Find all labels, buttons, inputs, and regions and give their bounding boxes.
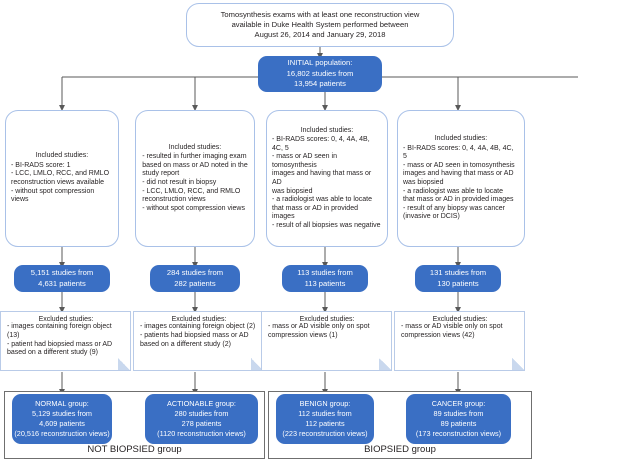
excluded-studies-normal: Excluded studies: - images containing fo… [0, 311, 131, 371]
note-fold-corner-icon [512, 358, 524, 370]
initial-population-box: INITIAL population: 16,802 studies from … [258, 56, 382, 92]
note-fold-corner-icon [379, 358, 391, 370]
excluded-studies-benign: Excluded studies: - mass or AD visible o… [261, 311, 392, 371]
note-fold-corner-icon [251, 358, 263, 370]
biopsied-group-label: BIOPSIED group [364, 444, 436, 455]
final-group-cancer-text: CANCER group: 89 studies from 89 patient… [415, 398, 502, 439]
cohort-source-criteria-text: Tomosynthesis exams with at least one re… [220, 9, 420, 40]
count-box-actionable: 284 studies from 282 patients [150, 265, 240, 292]
final-group-actionable-text: ACTIONABLE group: 280 studies from 278 p… [157, 398, 246, 439]
count-box-cancer: 131 studies from 130 patients [415, 265, 501, 292]
final-group-actionable: ACTIONABLE group: 280 studies from 278 p… [145, 394, 258, 444]
included-criteria-benign: Included studies: - BI-RADS scores: 0, 4… [266, 110, 388, 247]
included-criteria-cancer: Included studies: - BI-RADS scores: 0, 4… [397, 110, 525, 247]
final-group-benign-text: BENIGN group: 112 studies from 112 patie… [282, 398, 368, 439]
initial-population-text: INITIAL population: 16,802 studies from … [286, 58, 354, 89]
excluded-studies-cancer: Excluded studies: - mass or AD visible o… [394, 311, 525, 371]
excluded-studies-actionable: Excluded studies: - images containing fo… [133, 311, 264, 371]
included-criteria-actionable-text: Included studies: - resulted in further … [142, 143, 248, 212]
not-biopsied-group-label: NOT BIOPSIED group [87, 444, 182, 455]
count-box-benign-text: 113 studies from 113 patients [297, 267, 353, 288]
cohort-source-criteria-box: Tomosynthesis exams with at least one re… [186, 3, 454, 47]
count-box-benign: 113 studies from 113 patients [282, 265, 368, 292]
final-group-normal-text: NORMAL group: 5,129 studies from 4,609 p… [14, 398, 110, 439]
excluded-studies-cancer-body: - mass or AD visible only on spot compre… [401, 323, 503, 339]
final-group-normal: NORMAL group: 5,129 studies from 4,609 p… [12, 394, 112, 444]
final-group-benign: BENIGN group: 112 studies from 112 patie… [276, 394, 374, 444]
count-box-actionable-text: 284 studies from 282 patients [166, 267, 224, 288]
included-criteria-normal: Included studies: - BI-RADS score: 1 - L… [5, 110, 119, 247]
excluded-studies-benign-body: - mass or AD visible only on spot compre… [268, 323, 370, 339]
included-criteria-normal-text: Included studies: - BI-RADS score: 1 - L… [11, 152, 110, 204]
included-criteria-actionable: Included studies: - resulted in further … [135, 110, 255, 247]
excluded-studies-benign-header: Excluded studies: [299, 316, 355, 323]
final-group-cancer: CANCER group: 89 studies from 89 patient… [406, 394, 511, 444]
included-criteria-cancer-text: Included studies: - BI-RADS scores: 0, 4… [403, 135, 515, 221]
note-fold-corner-icon [118, 358, 130, 370]
excluded-studies-actionable-body: - images containing foreign object (2) -… [140, 323, 256, 348]
excluded-studies-normal-body: - images containing foreign object (13) … [7, 323, 113, 357]
excluded-studies-cancer-header: Excluded studies: [432, 316, 488, 323]
excluded-studies-normal-header: Excluded studies: [38, 316, 94, 323]
count-box-cancer-text: 131 studies from 130 patients [429, 267, 487, 288]
count-box-normal: 5,151 studies from 4,631 patients [14, 265, 110, 292]
included-criteria-benign-text: Included studies: - BI-RADS scores: 0, 4… [272, 126, 381, 229]
excluded-studies-actionable-header: Excluded studies: [171, 316, 227, 323]
count-box-normal-text: 5,151 studies from 4,631 patients [30, 267, 94, 288]
